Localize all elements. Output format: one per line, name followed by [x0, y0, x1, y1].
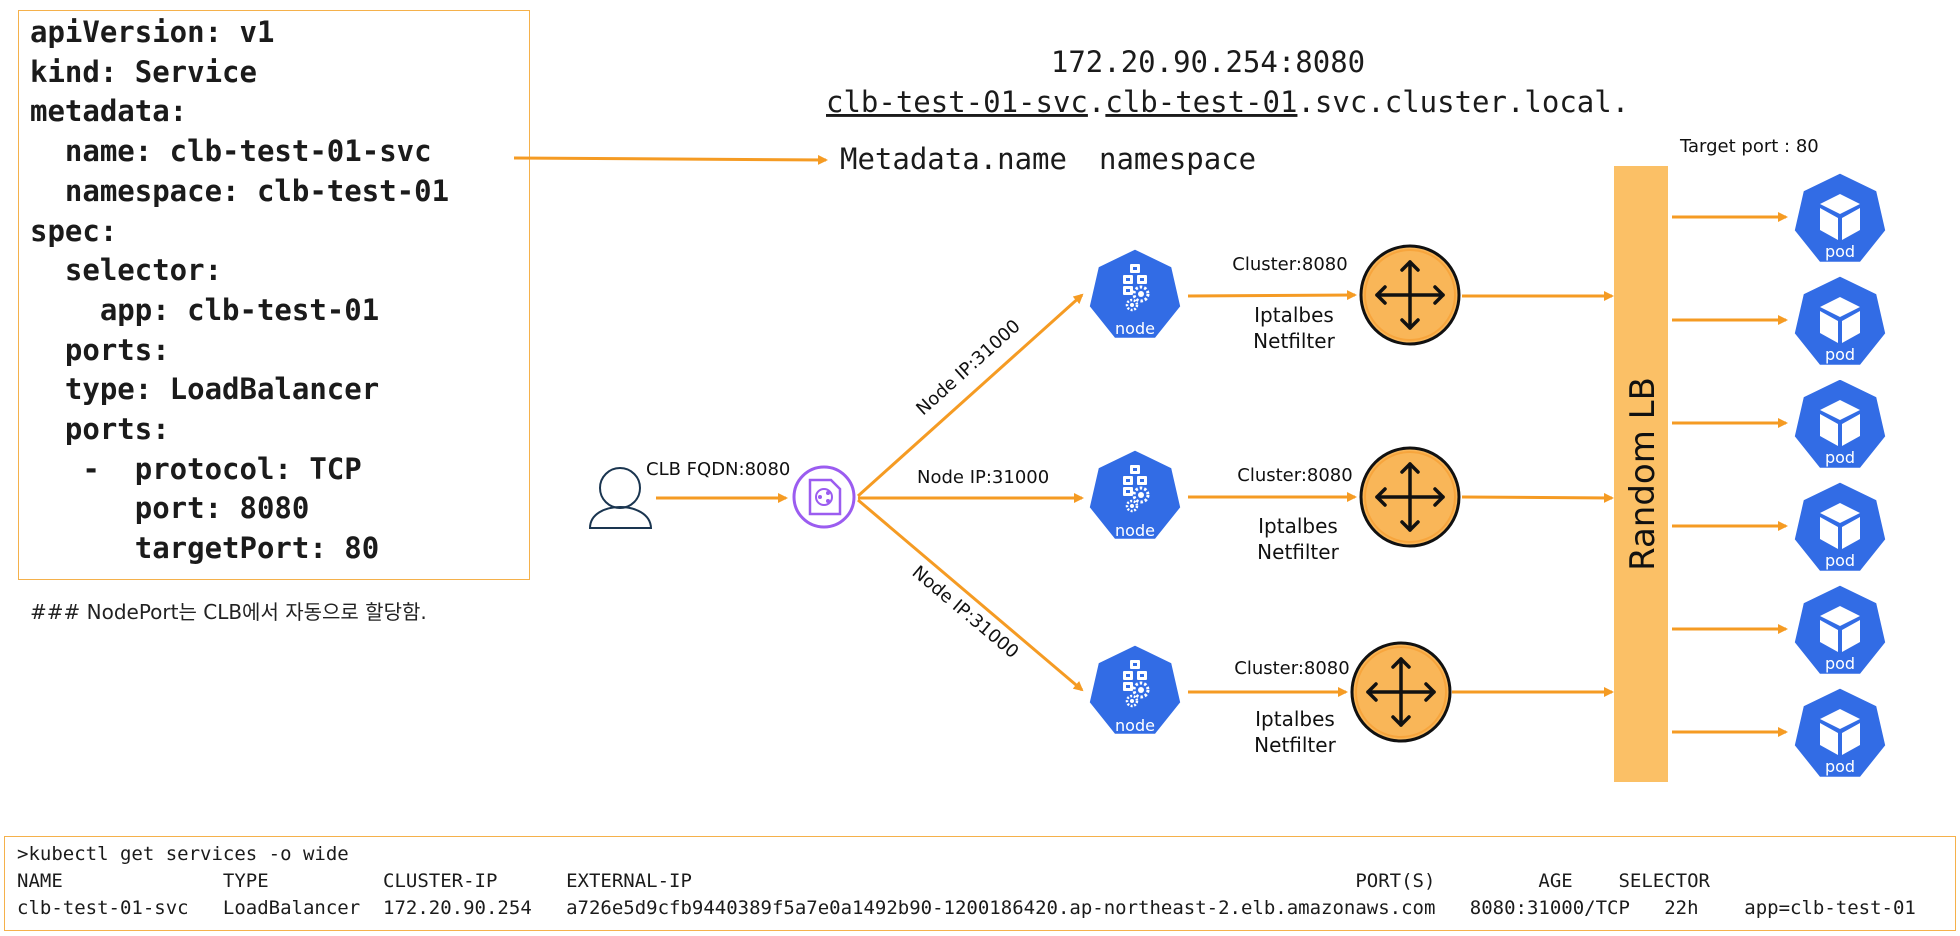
kubectl-service-row: clb-test-01-svc LoadBalancer 172.20.90.2…	[17, 897, 1916, 919]
kubectl-command: >kubectl get services -o wide	[17, 843, 349, 865]
fqdn-suffix: .svc.cluster.local.	[1297, 85, 1629, 119]
yaml-line: ports:	[30, 412, 170, 447]
fqdn-namespace: clb-test-01	[1105, 85, 1297, 119]
link-label-top: Node IP:31000	[912, 316, 1024, 420]
random-lb-bar	[1614, 166, 1668, 782]
iptables-label: Iptalbes	[1254, 303, 1334, 327]
dns-ip-port: 172.20.90.254:8080	[1051, 45, 1365, 79]
node-label: node	[1115, 521, 1155, 540]
target-port-label: Target port : 80	[1679, 136, 1819, 157]
user-icon	[588, 467, 653, 529]
cluster-port-label: Cluster:8080	[1232, 254, 1347, 275]
pod-label: pod	[1825, 757, 1855, 776]
yaml-manifest-code: apiVersion: v1 kind: Service metadata: n…	[30, 13, 449, 569]
yaml-line: selector:	[30, 253, 223, 288]
random-lb-label: Random LB	[1623, 377, 1663, 571]
iptables-label: Iptalbes	[1258, 514, 1338, 538]
yaml-line: kind: Service	[30, 54, 257, 89]
netfilter-router-icon	[1350, 641, 1452, 743]
node-label: node	[1115, 319, 1155, 338]
yaml-line: - protocol: TCP	[30, 451, 362, 486]
pod-label: pod	[1825, 242, 1855, 261]
yaml-to-name-arrow	[513, 154, 828, 165]
cluster-port-label: Cluster:8080	[1234, 658, 1349, 679]
cluster-port-label: Cluster:8080	[1237, 465, 1352, 486]
label-metadata-name: Metadata.name	[840, 142, 1067, 176]
clb-to-node-top-arrow	[856, 293, 1084, 498]
yaml-line: port: 8080	[30, 491, 310, 526]
kubectl-output: >kubectl get services -o wide NAME TYPE …	[17, 841, 1916, 922]
pod-label: pod	[1825, 551, 1855, 570]
yaml-line: spec:	[30, 213, 118, 248]
yaml-line: name: clb-test-01-svc	[30, 134, 432, 169]
netfilter-label: Netfilter	[1254, 733, 1336, 757]
pod-label: pod	[1825, 345, 1855, 364]
kubectl-header-row: NAME TYPE CLUSTER-IP EXTERNAL-IP PORT(S)…	[17, 870, 1710, 892]
yaml-line: ports:	[30, 332, 170, 367]
pod-label: pod	[1825, 448, 1855, 467]
clb-fqdn-label: CLB FQDN:8080	[646, 459, 790, 480]
dns-fqdn: clb-test-01-svc.clb-test-01.svc.cluster.…	[826, 85, 1629, 119]
fqdn-service-name: clb-test-01-svc	[826, 85, 1088, 119]
fqdn-dot: .	[1088, 85, 1105, 119]
yaml-line: type: LoadBalancer	[30, 372, 380, 407]
yaml-line: app: clb-test-01	[30, 292, 380, 327]
netfilter-label: Netfilter	[1253, 329, 1335, 353]
router-to-lb-arrow	[1461, 492, 1614, 503]
node-label: node	[1115, 716, 1155, 735]
node-row-3: node Cluster:8080 Iptalbes Netfilter	[1086, 641, 1614, 757]
netfilter-label: Netfilter	[1257, 540, 1339, 564]
clb-to-node-bottom-arrow	[857, 498, 1084, 692]
iptables-label: Iptalbes	[1255, 707, 1335, 731]
link-label-middle: Node IP:31000	[917, 467, 1049, 488]
netfilter-router-icon	[1359, 244, 1461, 346]
link-label-bottom: Node IP:31000	[908, 562, 1023, 663]
clb-icon	[792, 465, 856, 529]
yaml-line: metadata:	[30, 94, 188, 129]
pod-label: pod	[1825, 654, 1855, 673]
service-diagram: 172.20.90.254:8080 clb-test-01-svc.clb-t…	[513, 45, 1889, 782]
nodeport-note: ### NodePort는 CLB에서 자동으로 할당함.	[30, 600, 427, 624]
kubectl-output-box: >kubectl get services -o wide NAME TYPE …	[4, 836, 1956, 931]
yaml-line: targetPort: 80	[30, 531, 380, 566]
node-row-1: node Cluster:8080 Iptalbes Netfilter	[1086, 244, 1614, 353]
label-namespace: namespace	[1099, 142, 1256, 176]
node-row-2: node Cluster:8080 Iptalbes Netfilter	[1086, 446, 1614, 564]
yaml-line: apiVersion: v1	[30, 15, 275, 49]
yaml-line: namespace: clb-test-01	[30, 173, 450, 208]
node-to-router-arrow	[1187, 290, 1357, 301]
netfilter-router-icon	[1359, 446, 1461, 548]
yaml-manifest-box: apiVersion: v1 kind: Service metadata: n…	[18, 10, 530, 580]
